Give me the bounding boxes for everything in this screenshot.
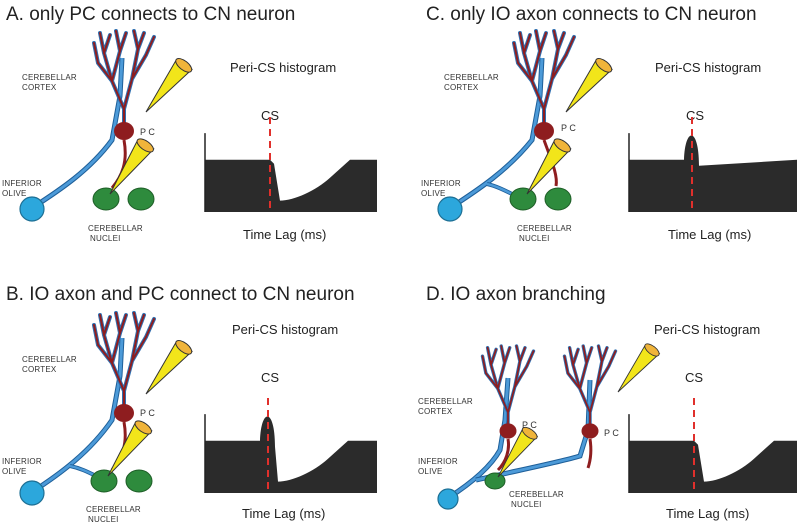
nuclei-label-2: NUCLEI — [511, 500, 542, 509]
pc-axon-2 — [586, 438, 593, 469]
cs-label: CS — [261, 370, 279, 385]
x-axis-label: Time Lag (ms) — [242, 506, 325, 521]
pc-label: P C — [140, 127, 155, 137]
nuclei-label-1: CEREBELLAR — [517, 224, 572, 233]
panel-title: D. IO axon branching — [426, 284, 606, 305]
cortex-label-1: CEREBELLAR — [418, 397, 473, 406]
nuclei-label-2: NUCLEI — [88, 515, 119, 524]
peri-cs-histogram — [628, 117, 797, 212]
cn-neuron — [90, 469, 118, 493]
panel-b: B. IO axon and PC connect to CN neuron C… — [2, 284, 377, 524]
inferior-olive-soma — [437, 488, 459, 510]
panel-a: A. only PC connects to CN neuron CEREBEL… — [2, 4, 377, 243]
cs-label: CS — [685, 370, 703, 385]
cortex-label-1: CEREBELLAR — [22, 355, 77, 364]
neuron-diagram — [19, 29, 195, 222]
cortex-label-2: CORTEX — [418, 407, 453, 416]
inferior-olive-soma — [437, 196, 463, 222]
cortex-label-1: CEREBELLAR — [22, 73, 77, 82]
cn-neuron — [92, 187, 120, 211]
panel-title: C. only IO axon connects to CN neuron — [426, 4, 757, 25]
electrode-pc — [138, 337, 195, 401]
cs-label: CS — [686, 108, 704, 123]
neuron-diagram — [19, 311, 195, 506]
cn-neuron-2 — [544, 187, 572, 211]
pc-label: P C — [140, 408, 155, 418]
cortex-label-2: CORTEX — [22, 83, 57, 92]
io-axon — [31, 337, 124, 494]
x-axis-label: Time Lag (ms) — [668, 227, 751, 242]
histogram-area — [205, 159, 377, 212]
nuclei-label-2: NUCLEI — [519, 234, 550, 243]
olive-label-1: INFERIOR — [421, 179, 461, 188]
pc-label: P C — [561, 123, 576, 133]
nuclei-label-2: NUCLEI — [90, 234, 121, 243]
purkinje-cell — [92, 311, 156, 424]
x-axis-label: Time Lag (ms) — [243, 227, 326, 242]
olive-label-1: INFERIOR — [418, 457, 458, 466]
cn-neuron — [484, 472, 506, 490]
peri-cs-histogram — [628, 398, 797, 493]
nuclei-label-1: CEREBELLAR — [86, 505, 141, 514]
olive-label-1: INFERIOR — [2, 179, 42, 188]
panel-title: A. only PC connects to CN neuron — [6, 4, 295, 25]
histogram-title: Peri-CS histogram — [232, 322, 338, 337]
histogram-title: Peri-CS histogram — [655, 60, 761, 75]
pc-axon — [496, 438, 510, 472]
panel-d: D. IO axon branching CEREBELLAR CORTEX P… — [418, 284, 797, 521]
histogram-title: Peri-CS histogram — [654, 322, 760, 337]
pc-label: P C — [522, 420, 537, 430]
histogram-area — [629, 440, 797, 493]
panel-title: B. IO axon and PC connect to CN neuron — [6, 284, 355, 305]
panel-c: C. only IO axon connects to CN neuron CE… — [421, 4, 797, 243]
peri-cs-histogram — [204, 398, 377, 493]
pc-axon — [542, 139, 558, 187]
olive-label-2: OLIVE — [2, 189, 27, 198]
inferior-olive-soma — [19, 480, 45, 506]
histogram-area — [629, 135, 797, 212]
electrode-pc — [138, 55, 195, 119]
olive-label-1: INFERIOR — [2, 457, 42, 466]
cn-neuron-2 — [127, 187, 155, 211]
histogram-title: Peri-CS histogram — [230, 60, 336, 75]
inferior-olive-soma — [19, 196, 45, 222]
cortex-label-2: CORTEX — [22, 365, 57, 374]
cortex-label-1: CEREBELLAR — [444, 73, 499, 82]
electrode-pc — [611, 341, 662, 399]
peri-cs-histogram — [204, 117, 377, 212]
io-axon — [449, 57, 544, 210]
histogram-area — [205, 416, 377, 493]
olive-label-2: OLIVE — [2, 467, 27, 476]
neuron-diagram — [437, 341, 662, 510]
cn-neuron-2 — [125, 469, 153, 493]
x-axis-label: Time Lag (ms) — [666, 506, 749, 521]
olive-label-2: OLIVE — [421, 189, 446, 198]
cortex-label-2: CORTEX — [444, 83, 479, 92]
pc-label-2: P C — [604, 428, 619, 438]
olive-label-2: OLIVE — [418, 467, 443, 476]
electrode-pc — [558, 55, 615, 119]
neuron-diagram — [437, 29, 615, 222]
nuclei-label-1: CEREBELLAR — [88, 224, 143, 233]
cn-neuron — [509, 187, 537, 211]
cs-label: CS — [261, 108, 279, 123]
io-axon — [447, 377, 510, 500]
purkinje-cell — [92, 29, 156, 142]
nuclei-label-1: CEREBELLAR — [509, 490, 564, 499]
